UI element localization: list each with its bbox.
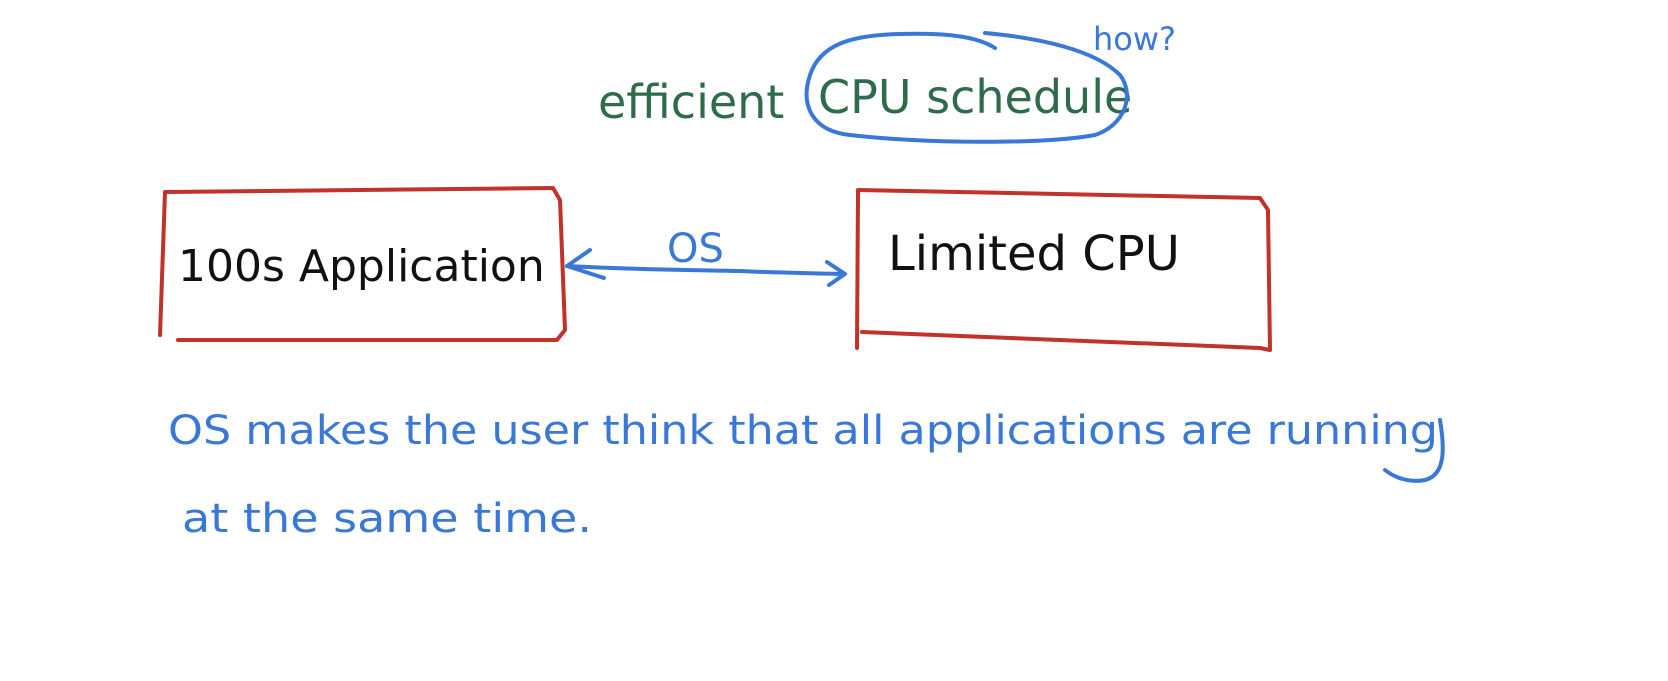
connector-arrow-line xyxy=(565,264,845,276)
note-line-1-hook xyxy=(1383,418,1445,483)
heading-question: how? xyxy=(1093,20,1176,58)
right-box xyxy=(855,188,1272,352)
connector-arrowhead-right xyxy=(825,260,847,287)
heading-prefix: efficient xyxy=(598,75,784,129)
left-box-label: 100s Application xyxy=(178,241,545,292)
note-line-2: at the same time. xyxy=(182,496,592,542)
right-box-label: Limited CPU xyxy=(888,226,1180,282)
left-box xyxy=(158,186,567,342)
heading-circled-text: CPU schedule xyxy=(818,70,1132,124)
note-line-1: OS makes the user think that all applica… xyxy=(168,408,1438,454)
circled-emphasis-loop xyxy=(804,31,1129,144)
connector-label: OS xyxy=(667,226,724,272)
connector-arrowhead-left xyxy=(565,248,606,280)
